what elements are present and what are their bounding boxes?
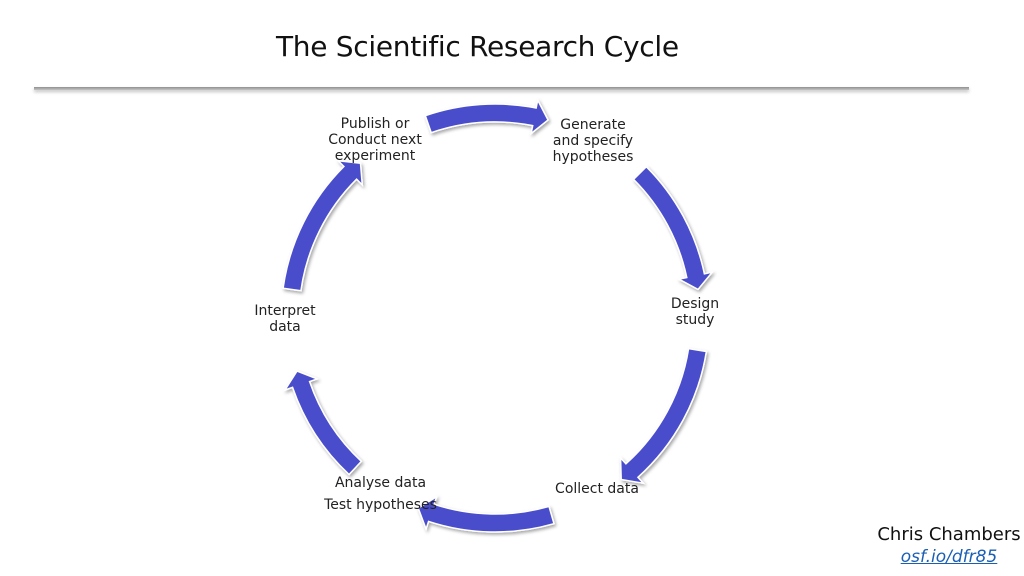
stage-collect-data: Collect data: [542, 481, 652, 497]
stage-publish: Publish or Conduct next experiment: [315, 116, 435, 164]
title-divider: [34, 87, 969, 90]
stage-interpret-data: Interpret data: [235, 303, 335, 335]
stage-analyse-line-2: Test hypotheses: [324, 497, 437, 513]
stage-publish-line-3: experiment: [334, 148, 416, 164]
stage-generate-line-3: hypotheses: [552, 149, 634, 165]
arrow-collect-to-analyse: [417, 494, 555, 533]
stage-analyse-data: Analyse data Test hypotheses: [318, 472, 443, 516]
stage-publish-line-2: Conduct next: [328, 132, 422, 148]
stage-collect-line-1: Collect data: [555, 481, 639, 497]
stage-design-study: Design study: [645, 296, 745, 328]
stage-design-line-2: study: [675, 312, 715, 328]
arrow-design-to-collect: [619, 347, 708, 485]
stage-analyse-line-1: Analyse data: [334, 475, 427, 491]
slide-title: The Scientific Research Cycle: [276, 30, 679, 63]
stage-generate-line-1: Generate: [560, 117, 626, 133]
arrow-analyse-to-interpret: [283, 370, 363, 476]
arrow-publish-to-generate: [424, 97, 550, 136]
stage-interpret-line-2: data: [269, 319, 301, 335]
stage-generate-hypotheses: Generate and specify hypotheses: [533, 117, 653, 165]
arrow-interpret-to-publish: [282, 159, 364, 292]
stage-design-line-1: Design: [670, 296, 720, 312]
stage-generate-line-2: and specify: [552, 133, 634, 149]
arrow-generate-to-design: [632, 165, 715, 291]
author-credit: Chris Chambers osf.io/dfr85: [874, 524, 1024, 567]
author-name: Chris Chambers: [877, 524, 1021, 545]
author-link[interactable]: osf.io/dfr85: [900, 547, 998, 567]
stage-interpret-line-1: Interpret: [254, 303, 316, 319]
stage-publish-line-1: Publish or: [340, 116, 410, 132]
